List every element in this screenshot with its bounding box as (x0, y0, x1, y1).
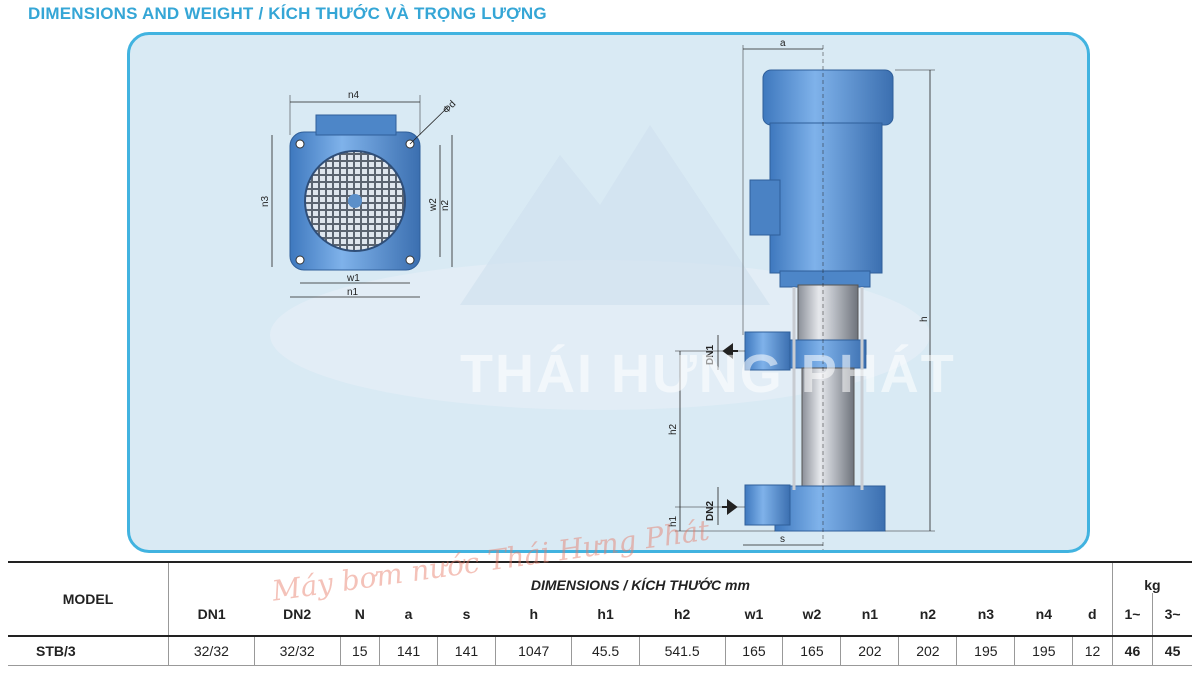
table-subheader-row: DN1 DN2 N a s h h1 h2 w1 w2 n1 n2 n3 n4 … (8, 593, 1192, 637)
dim-label-n1: n1 (347, 287, 359, 298)
col-header: h (495, 593, 572, 637)
table-header-row: MODEL DIMENSIONS / KÍCH THƯỚC mm kg (8, 561, 1192, 637)
weight-header: kg (1111, 561, 1192, 593)
side-view: a h DN1 DN2 h2 h1 s (668, 38, 935, 550)
dim-label-d: Φd (441, 99, 458, 116)
col-header: N (340, 593, 380, 637)
fan-hub (348, 194, 362, 208)
col-header: DN2 (254, 593, 341, 637)
col-header: s (437, 593, 496, 637)
model-cell: STB/3 (8, 636, 169, 666)
motor-cap (762, 69, 894, 126)
table-row: STB/3 32/32 32/32 15 141 141 1047 45.5 5… (8, 636, 1192, 666)
motor-body (769, 122, 883, 274)
col-header: 3~ (1152, 593, 1192, 637)
dim-label-dn2: DN2 (705, 501, 716, 521)
model-header: MODEL (8, 561, 169, 637)
top-view: n4 Φd n3 w2 n2 w1 n1 (260, 90, 458, 298)
col-header: w1 (725, 593, 783, 637)
col-header: h1 (571, 593, 640, 637)
table-cell: 45.5 (571, 636, 640, 666)
table-cell: 541.5 (638, 636, 725, 666)
col-header: d (1072, 593, 1113, 637)
pump-base (774, 485, 886, 532)
dim-label-w1: w1 (346, 273, 360, 284)
col-header: n3 (956, 593, 1015, 637)
table-cell: 202 (840, 636, 899, 666)
dimensions-header: DIMENSIONS / KÍCH THƯỚC mm (168, 561, 1113, 593)
dimension-drawing-panel: n4 Φd n3 w2 n2 w1 n1 (127, 32, 1090, 553)
table-cell: 202 (898, 636, 957, 666)
watermark-logo: THÁI HƯNG PHÁT (460, 344, 956, 404)
spec-table: MODEL DIMENSIONS / KÍCH THƯỚC mm kg DN1 … (8, 561, 1192, 666)
dim-label-h: h (919, 316, 930, 322)
dim-label-s: s (780, 534, 785, 545)
dim-label-n3: n3 (260, 195, 271, 207)
bolt-hole (295, 139, 305, 149)
table-cell: 195 (1014, 636, 1073, 666)
dim-label-a: a (780, 38, 786, 49)
col-header: 1~ (1111, 593, 1153, 637)
table-cell: 141 (436, 636, 496, 666)
table-cell: 195 (956, 636, 1015, 666)
dim-label-dn1: DN1 (705, 345, 716, 365)
col-header: n1 (840, 593, 899, 637)
weight-cell: 45 (1152, 636, 1192, 666)
dim-label-h2: h2 (668, 423, 679, 435)
table-cell: 141 (379, 636, 438, 666)
table-cell: 15 (339, 636, 380, 666)
dim-label-w2: w2 (428, 198, 439, 212)
col-header: n4 (1014, 593, 1073, 637)
table-cell: 165 (724, 636, 783, 666)
inlet-port (744, 484, 791, 526)
dim-leader (409, 106, 449, 145)
table-cell: 165 (782, 636, 841, 666)
lantern (797, 284, 859, 346)
page-title: DIMENSIONS AND WEIGHT / KÍCH THƯỚC VÀ TR… (28, 4, 547, 23)
dim-label-h1: h1 (668, 515, 679, 527)
bolt-hole (295, 255, 305, 265)
dim-label-n2: n2 (440, 199, 451, 211)
terminal-box (749, 179, 781, 236)
table-cell: 32/32 (168, 636, 255, 666)
col-header: h2 (639, 593, 725, 637)
dimension-drawing: n4 Φd n3 w2 n2 w1 n1 (260, 38, 935, 550)
bolt-hole (405, 255, 415, 265)
watermark-mountains (460, 125, 770, 305)
table-cell: 1047 (494, 636, 572, 666)
top-view-lug (315, 114, 397, 136)
dim-label-n4: n4 (348, 90, 360, 101)
weight-cell: 46 (1111, 636, 1153, 666)
table-cell: 12 (1072, 636, 1113, 666)
col-header: n2 (898, 593, 957, 637)
col-header: DN1 (168, 593, 255, 637)
col-header: a (379, 593, 438, 637)
table-cell: 32/32 (253, 636, 341, 666)
col-header: w2 (782, 593, 841, 637)
